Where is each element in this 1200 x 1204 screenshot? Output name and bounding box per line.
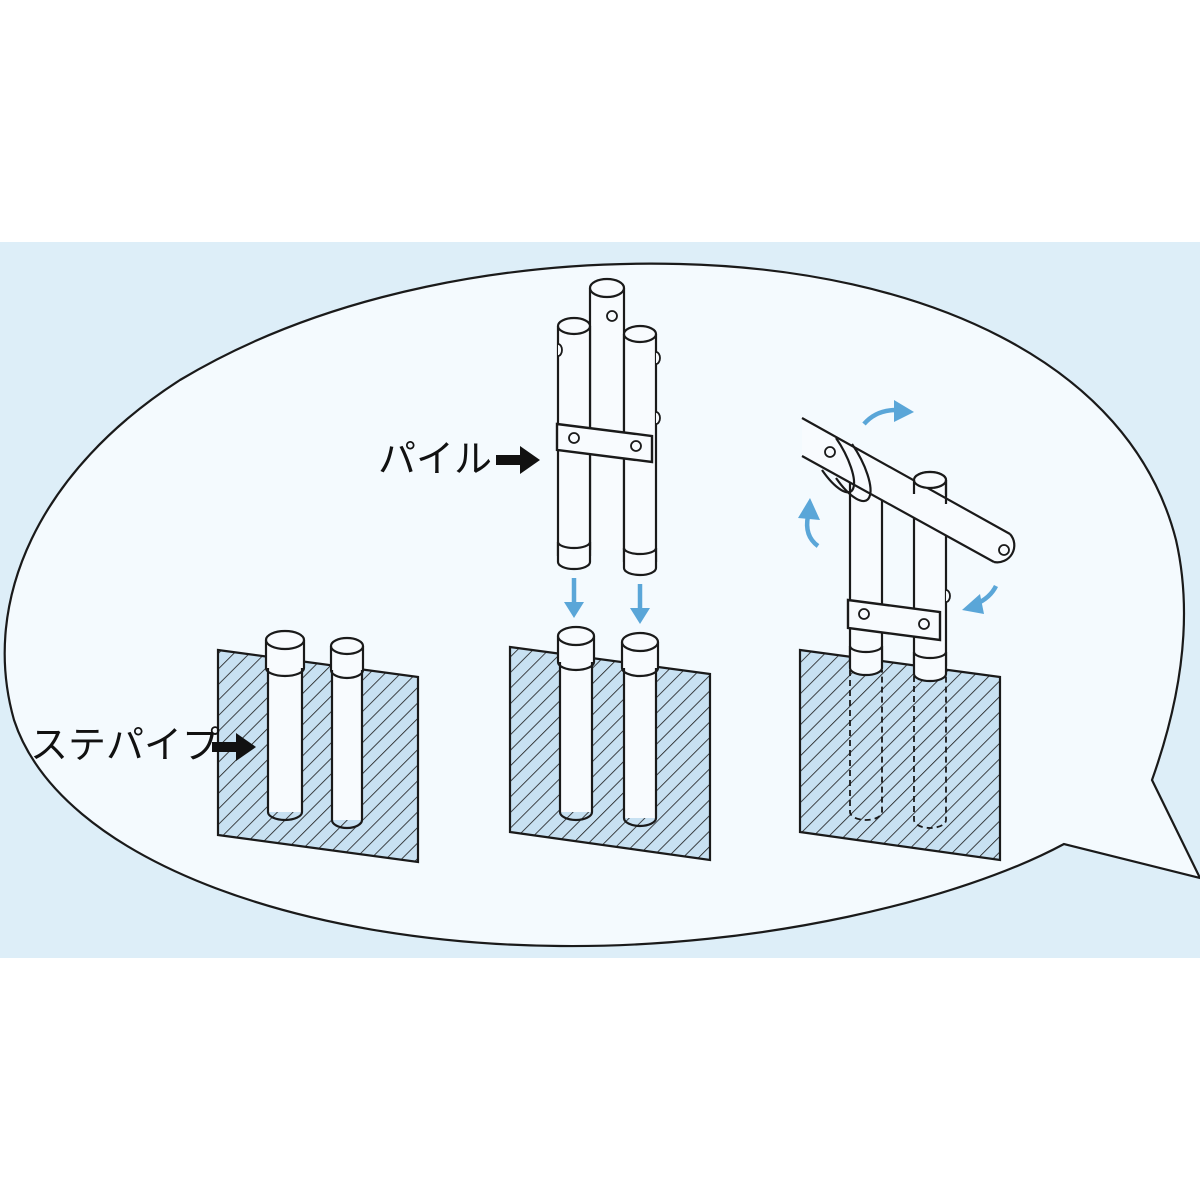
pile-assembly — [555, 277, 661, 577]
down-arrow-right — [630, 584, 650, 624]
stay-pipe-right — [329, 636, 365, 830]
stay-pipe-label: ステパイプ — [30, 723, 221, 767]
ground-block-2 — [508, 645, 712, 862]
stay-pipe-pointer-arrow — [212, 733, 256, 761]
pile-pointer-arrow — [496, 446, 540, 474]
panel-2-pile-insertion — [496, 277, 712, 862]
panel-1-stay-pipes — [212, 629, 420, 864]
stay-pipe-right-2 — [620, 631, 660, 828]
stay-pipe-left-2 — [556, 625, 596, 822]
stay-pipe-left — [264, 629, 306, 822]
clamp-plate-3 — [846, 598, 942, 642]
panel-3-frame-rotation — [798, 400, 1016, 862]
rotation-arrow-top — [862, 400, 914, 426]
ground-block-1 — [216, 648, 420, 864]
down-arrow-left — [564, 578, 584, 618]
pile-label: パイル — [378, 437, 493, 481]
rotation-arrow-right — [962, 584, 999, 614]
buried-pipe-left — [849, 670, 883, 821]
ground-block-3 — [798, 648, 1002, 862]
rotation-arrow-left — [798, 498, 820, 548]
diagonal-pipe — [801, 416, 1016, 564]
clamp-plate — [555, 422, 654, 464]
buried-pipe-right — [913, 676, 947, 829]
